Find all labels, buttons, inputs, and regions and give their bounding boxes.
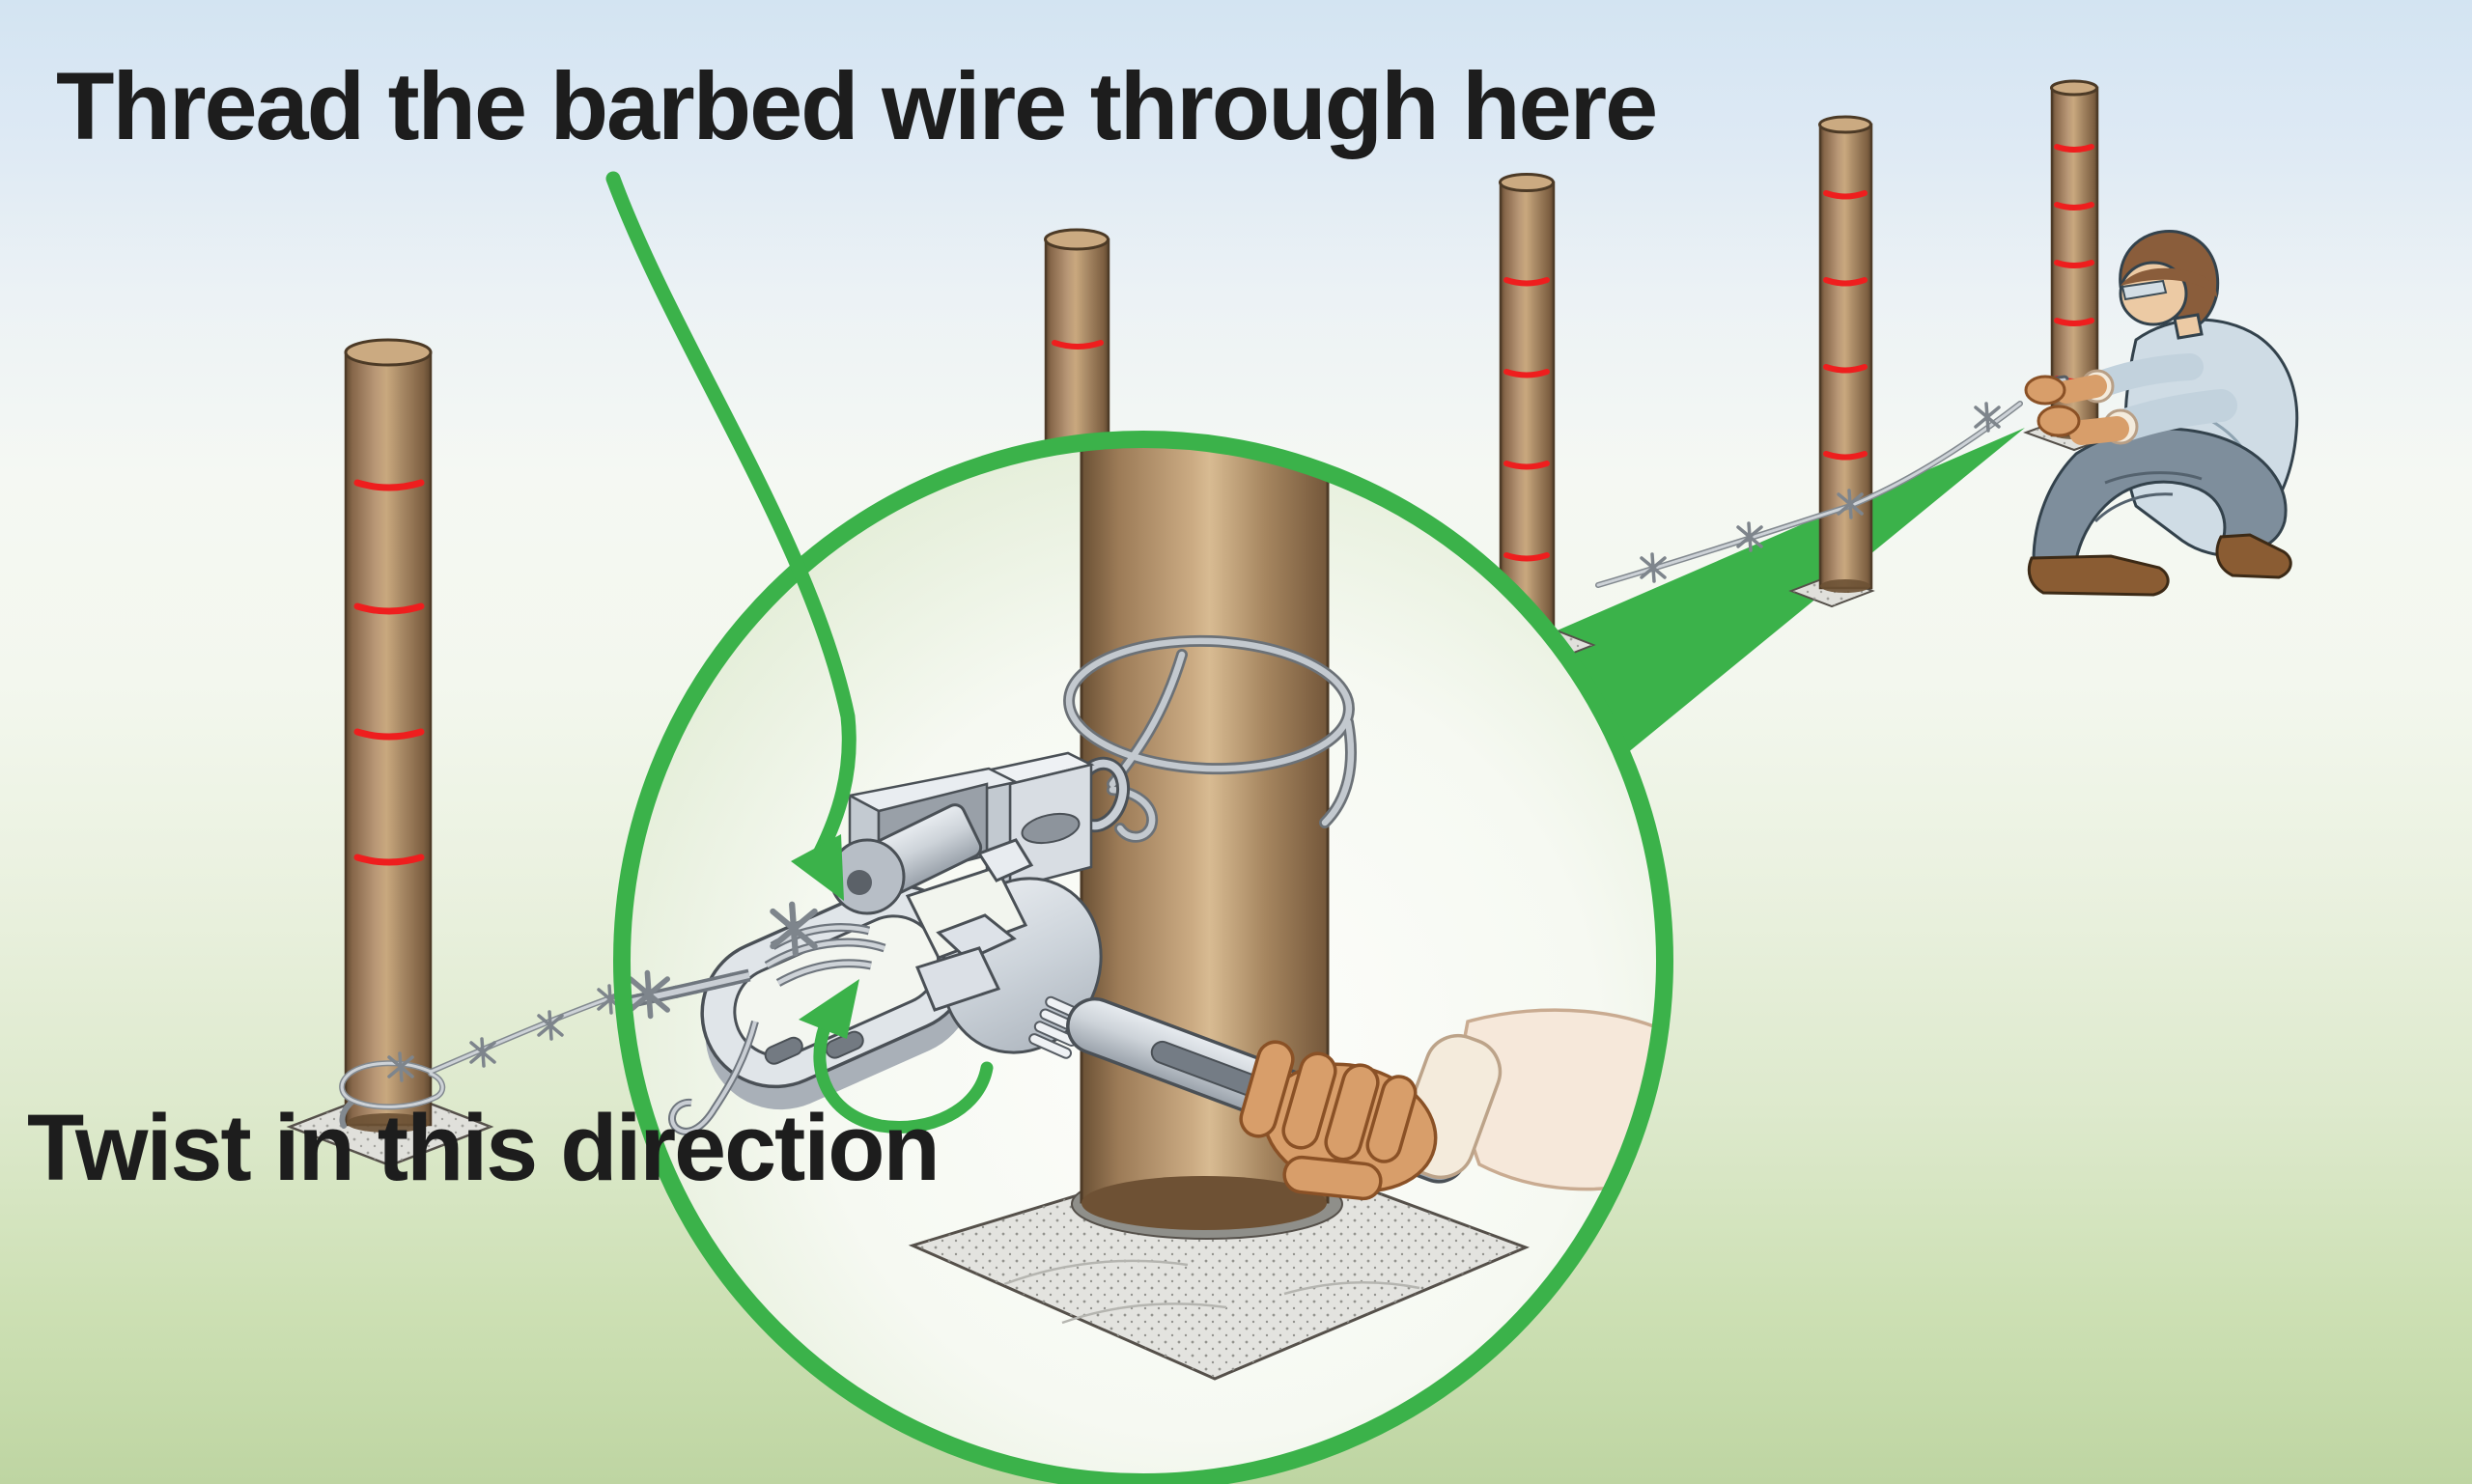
zoomed-barbed-wire [622,968,759,1135]
annotation-twist-label: Twist in this direction [27,1095,941,1200]
barbed-wire-line [339,401,2023,1129]
spool-nut [936,913,1017,962]
thumb [1282,1155,1383,1201]
callout-wedge [1524,428,2025,784]
worker-far-hand [2024,375,2066,406]
magnifier-ring [613,431,1673,1484]
fence-post-4 [1788,115,1875,608]
safety-glasses-icon [2121,279,2168,301]
worker-near-hand [2037,405,2081,437]
worker-boot-front [2027,554,2170,597]
worker-figure [2024,230,2299,597]
fence-post-1 [286,338,494,1167]
worker-near-arm [2110,389,2237,441]
fence-post-2 [1044,228,1110,463]
down-arrow-icon [605,171,857,901]
wrapped-wire [764,905,886,987]
rotate-ccw-arrow-icon [799,979,994,1134]
worker-boot-back [2215,533,2292,579]
annotation-thread-label: Thread the barbed wire through here [56,52,1658,159]
height-marks [353,479,425,866]
